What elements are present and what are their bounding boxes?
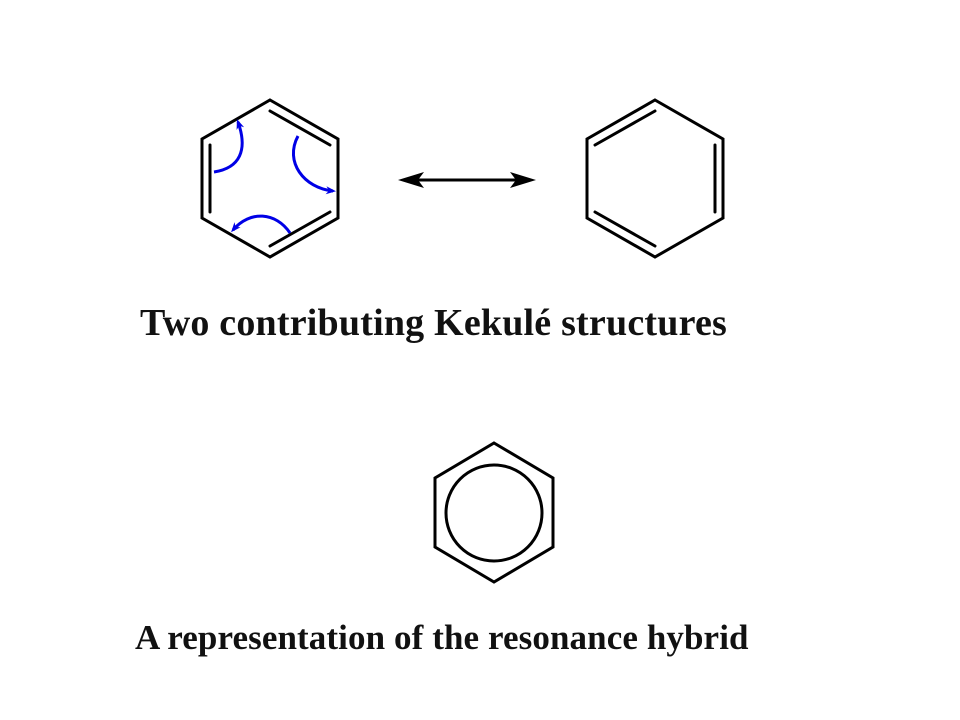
aromatic-circle [444,463,544,563]
benzene-ring-left [200,98,340,259]
curved-arrow-icon [213,119,245,174]
arrowhead-right-icon [510,172,536,188]
resonance-hybrid [433,441,555,584]
double-bond-upper-left [593,109,657,147]
double-bond-lower-right [268,210,332,248]
kekule-structure-2 [585,98,725,259]
double-bond-upper-right [268,109,332,147]
benzene-ring-hybrid [433,441,555,584]
double-bond-lower-left [593,210,657,248]
benzene-ring-right [585,98,725,259]
curved-arrow-icon [291,135,336,195]
caption-resonance-hybrid: A representation of the resonance hybrid [135,618,749,657]
caption-kekule-structures: Two contributing Kekulé structures [140,302,728,344]
arrowhead-left-icon [398,172,424,188]
resonance-arrow [398,172,536,188]
kekule-structure-1 [200,98,340,259]
curved-arrows [213,119,336,234]
curved-arrow-icon [231,214,292,234]
